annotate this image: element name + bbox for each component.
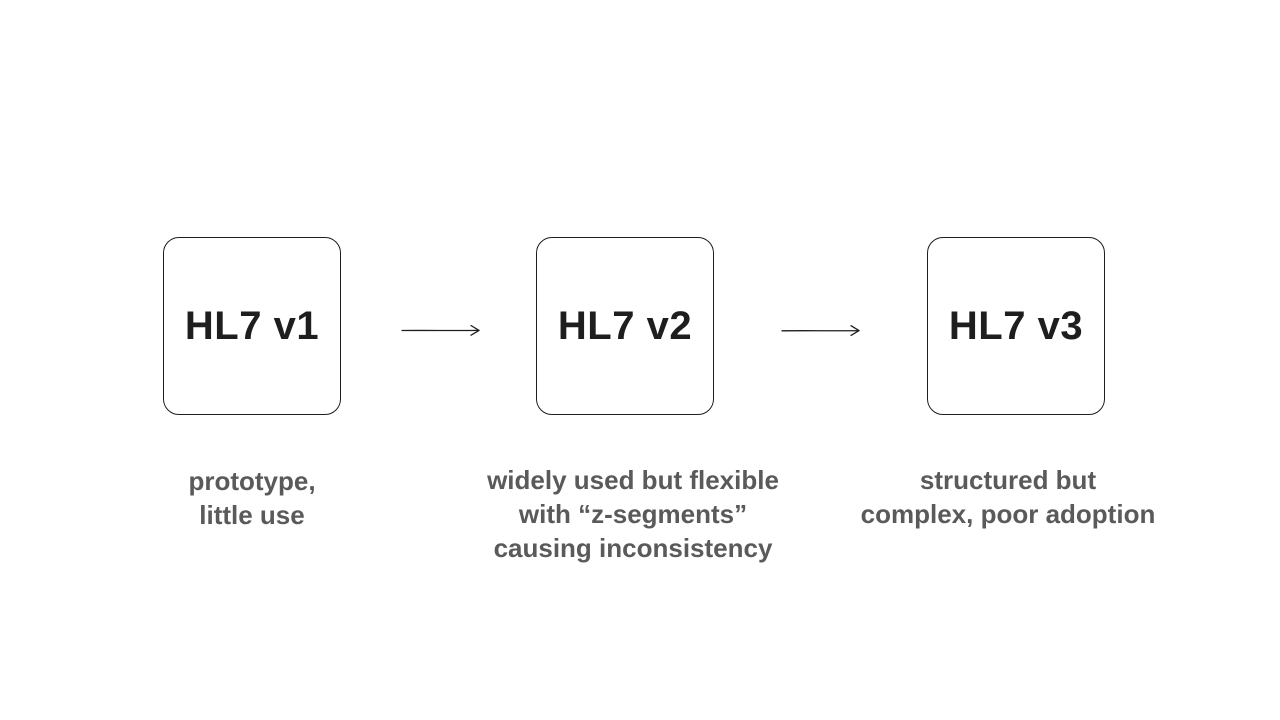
caption-hl7-v3: structured but complex, poor adoption [838, 463, 1178, 531]
node-hl7-v2: HL7 v2 [536, 237, 714, 415]
caption-line: little use [199, 500, 305, 530]
caption-hl7-v2: widely used but flexible with “z-segment… [458, 463, 808, 565]
caption-line: structured but [919, 465, 1097, 495]
caption-line: widely used but flexible [487, 465, 779, 495]
caption-line: prototype, [188, 466, 316, 496]
node-hl7-v3: HL7 v3 [927, 237, 1105, 415]
caption-line: with “z-segments” [518, 499, 748, 529]
caption-hl7-v1: prototype, little use [152, 464, 352, 532]
arrow-right-icon [781, 325, 860, 337]
node-label: HL7 v1 [184, 303, 320, 348]
caption-line: complex, poor adoption [860, 499, 1156, 529]
node-label: HL7 v2 [557, 303, 693, 348]
caption-line: causing inconsistency [493, 533, 773, 563]
node-hl7-v1: HL7 v1 [163, 237, 341, 415]
node-label: HL7 v3 [948, 303, 1084, 348]
arrow-right-icon [401, 324, 480, 336]
